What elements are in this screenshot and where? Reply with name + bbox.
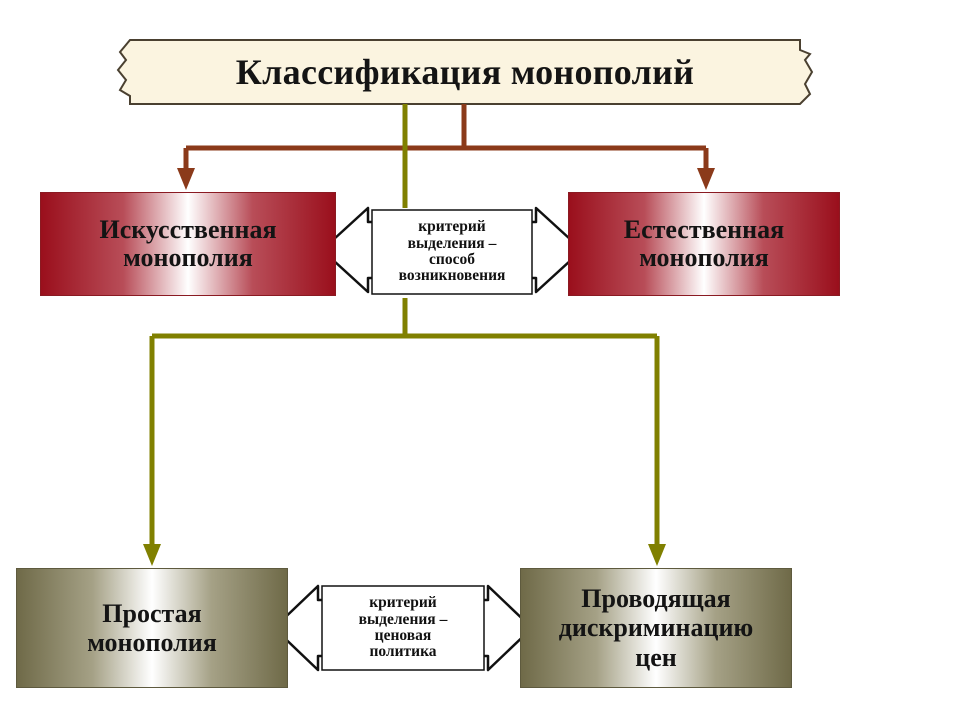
arrowhead-to-natural xyxy=(697,168,715,190)
diagram-title: Классификация монополий xyxy=(120,40,810,104)
bottom-criterion-line-3: ценовая xyxy=(374,627,432,644)
price-discrimination-line-2: дискриминацию xyxy=(558,613,754,643)
top-criterion-line-2: выделения – xyxy=(407,234,497,252)
bottom-criterion-line-1: критерий xyxy=(369,594,437,612)
artificial-monopoly-box: Искусственная монополия xyxy=(40,192,336,296)
bottom-criterion-label: критерий выделения – ценовая политика xyxy=(322,586,484,670)
price-discrimination-line-3: цен xyxy=(635,642,677,672)
price-discrimination-box: Проводящая дискриминацию цен xyxy=(520,568,792,688)
artificial-monopoly-line-1: Искусственная xyxy=(99,214,277,244)
top-criterion-label: критерий выделения – способ возникновени… xyxy=(372,210,532,294)
price-discrimination-line-1: Проводящая xyxy=(581,584,731,614)
artificial-monopoly-line-2: монополия xyxy=(123,243,253,272)
olive-connector xyxy=(149,104,660,546)
bottom-criterion-label-box xyxy=(321,585,485,671)
top-criterion-label-box xyxy=(371,209,533,295)
red-connector xyxy=(183,104,709,172)
natural-monopoly-line-2: монополия xyxy=(639,243,769,272)
natural-monopoly-line-1: Естественная xyxy=(623,214,785,244)
simple-monopoly-box: Простая монополия xyxy=(16,568,288,688)
arrowhead-to-simple xyxy=(143,544,161,566)
bottom-criterion-line-4: политика xyxy=(369,643,437,661)
arrowhead-to-discriminating xyxy=(648,544,666,566)
simple-monopoly-line-2: монополия xyxy=(87,628,217,657)
arrowhead-to-artificial xyxy=(177,168,195,190)
top-criterion-line-3: способ xyxy=(429,251,475,268)
diagram-title-text: Классификация монополий xyxy=(235,52,695,92)
natural-monopoly-box: Естественная монополия xyxy=(568,192,840,296)
bottom-criterion-line-2: выделения – xyxy=(358,610,448,628)
top-criterion-line-4: возникновения xyxy=(398,267,506,285)
simple-monopoly-line-1: Простая xyxy=(102,598,202,628)
title-banner xyxy=(116,39,814,105)
top-criterion-line-1: критерий xyxy=(418,218,486,236)
